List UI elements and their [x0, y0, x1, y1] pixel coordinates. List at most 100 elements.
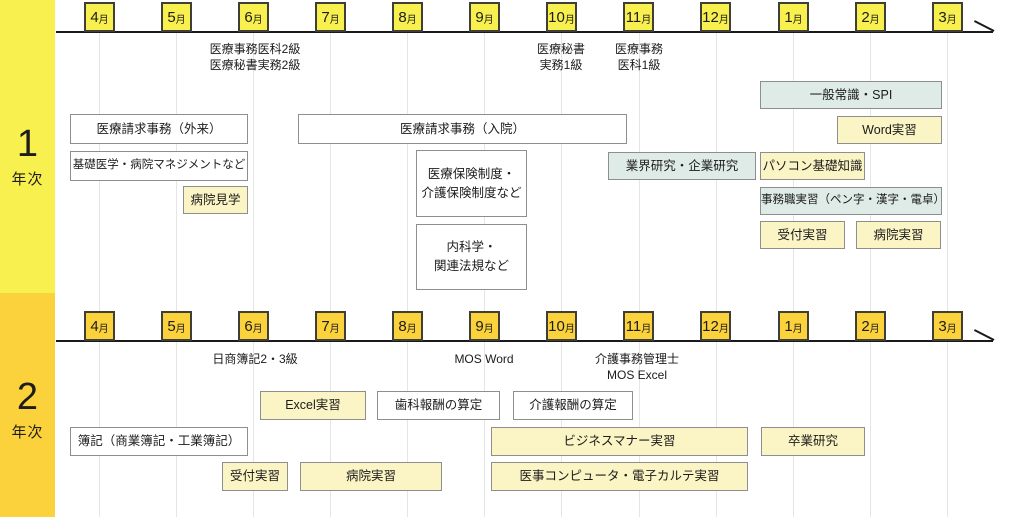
month-suffix: 月	[98, 15, 109, 26]
month-number: 11	[625, 317, 642, 335]
year2-suffix: 年次	[11, 423, 44, 441]
course-box-pc-basic-knowledge: パソコン基礎知識	[760, 152, 865, 180]
month-number: 5	[167, 8, 176, 26]
year2-sidebar	[0, 293, 55, 517]
month-suffix: 月	[406, 324, 417, 335]
cert-care-manager-mos-excel: 介護事務管理士 MOS Excel	[594, 352, 680, 382]
month-suffix: 月	[175, 324, 186, 335]
gridline	[947, 33, 948, 517]
month-suffix: 月	[483, 15, 494, 26]
year1-timeline	[56, 31, 993, 33]
course-box-hospital-visit: 病院見学	[183, 186, 248, 214]
gridline	[639, 33, 640, 517]
month-suffix: 月	[792, 15, 803, 26]
month-suffix: 月	[483, 324, 494, 335]
month-number: 3	[938, 8, 947, 26]
gridline	[99, 33, 100, 517]
course-box-care-fee-calc: 介護報酬の算定	[513, 391, 633, 420]
course-box-billing-inpatient: 医療請求事務（入院）	[298, 114, 627, 144]
cert-medical-secretary-1kyu: 医療秘書 実務1級	[536, 42, 586, 72]
month-suffix: 月	[175, 15, 186, 26]
month-number: 2	[861, 8, 870, 26]
month-number: 6	[244, 8, 253, 26]
month-suffix: 月	[718, 324, 729, 335]
month-number: 4	[90, 8, 99, 26]
course-box-general-knowledge-spi: 一般常識・SPI	[760, 81, 942, 109]
year1-sidebar	[0, 0, 55, 293]
course-box-medical-computer-ehr-training: 医事コンピュータ・電子カルテ実習	[491, 462, 748, 491]
month-number: 6	[244, 317, 253, 335]
month-suffix: 月	[564, 15, 575, 26]
month-number: 10	[548, 317, 565, 335]
cert-nissho-bookkeeping: 日商簿記2・3級	[212, 352, 298, 366]
cert-mos-word: MOS Word	[454, 352, 514, 366]
gridline	[561, 33, 562, 517]
month-suffix: 月	[252, 15, 263, 26]
course-box-office-skills-training: 事務職実習（ペン字・漢字・電卓）	[760, 187, 945, 215]
month-suffix: 月	[98, 324, 109, 335]
year1-label: 1 年次	[0, 123, 55, 189]
gridline	[407, 33, 408, 517]
course-box-graduation-research: 卒業研究	[761, 427, 865, 456]
gridline	[330, 33, 331, 517]
course-box-bookkeeping: 簿記（商業簿記・工業簿記）	[70, 427, 248, 456]
course-box-hospital-training-y1: 病院実習	[856, 221, 941, 249]
course-box-dental-fee-calc: 歯科報酬の算定	[377, 391, 500, 420]
month-number: 5	[167, 317, 176, 335]
month-number: 7	[321, 8, 330, 26]
month-number: 9	[475, 8, 484, 26]
course-box-industry-company-research: 業界研究・企業研究	[608, 152, 756, 180]
month-number: 12	[702, 317, 719, 335]
month-suffix: 月	[718, 15, 729, 26]
gridline	[870, 33, 871, 517]
month-suffix: 月	[564, 324, 575, 335]
month-suffix: 月	[869, 324, 880, 335]
cert-medical-office-1kyu: 医療事務 医科1級	[614, 42, 664, 72]
cert-medical-office-2kyu: 医療事務医科2級 医療秘書実務2級	[209, 42, 301, 72]
month-suffix: 月	[252, 324, 263, 335]
year2-number: 2	[16, 376, 39, 418]
month-suffix: 月	[946, 15, 957, 26]
course-box-internal-medicine-laws: 内科学・ 関連法規など	[416, 224, 527, 290]
month-suffix: 月	[641, 324, 652, 335]
month-number: 4	[90, 317, 99, 335]
course-box-word-training: Word実習	[837, 116, 942, 144]
course-box-excel-training: Excel実習	[260, 391, 366, 420]
month-number: 3	[938, 317, 947, 335]
course-box-basic-medicine-management: 基礎医学・病院マネジメントなど	[70, 151, 248, 181]
month-number: 12	[702, 8, 719, 26]
course-box-business-manner-training: ビジネスマナー実習	[491, 427, 748, 456]
gridline	[716, 33, 717, 517]
course-box-reception-training-y1: 受付実習	[760, 221, 845, 249]
gridline	[176, 33, 177, 517]
month-number: 9	[475, 317, 484, 335]
month-number: 8	[398, 317, 407, 335]
year2-label: 2 年次	[0, 376, 55, 442]
month-suffix: 月	[329, 324, 340, 335]
year1-number: 1	[16, 123, 39, 165]
month-number: 11	[625, 8, 642, 26]
course-box-insurance-systems: 医療保険制度・ 介護保険制度など	[416, 150, 527, 217]
course-box-billing-outpatient: 医療請求事務（外来）	[70, 114, 248, 144]
